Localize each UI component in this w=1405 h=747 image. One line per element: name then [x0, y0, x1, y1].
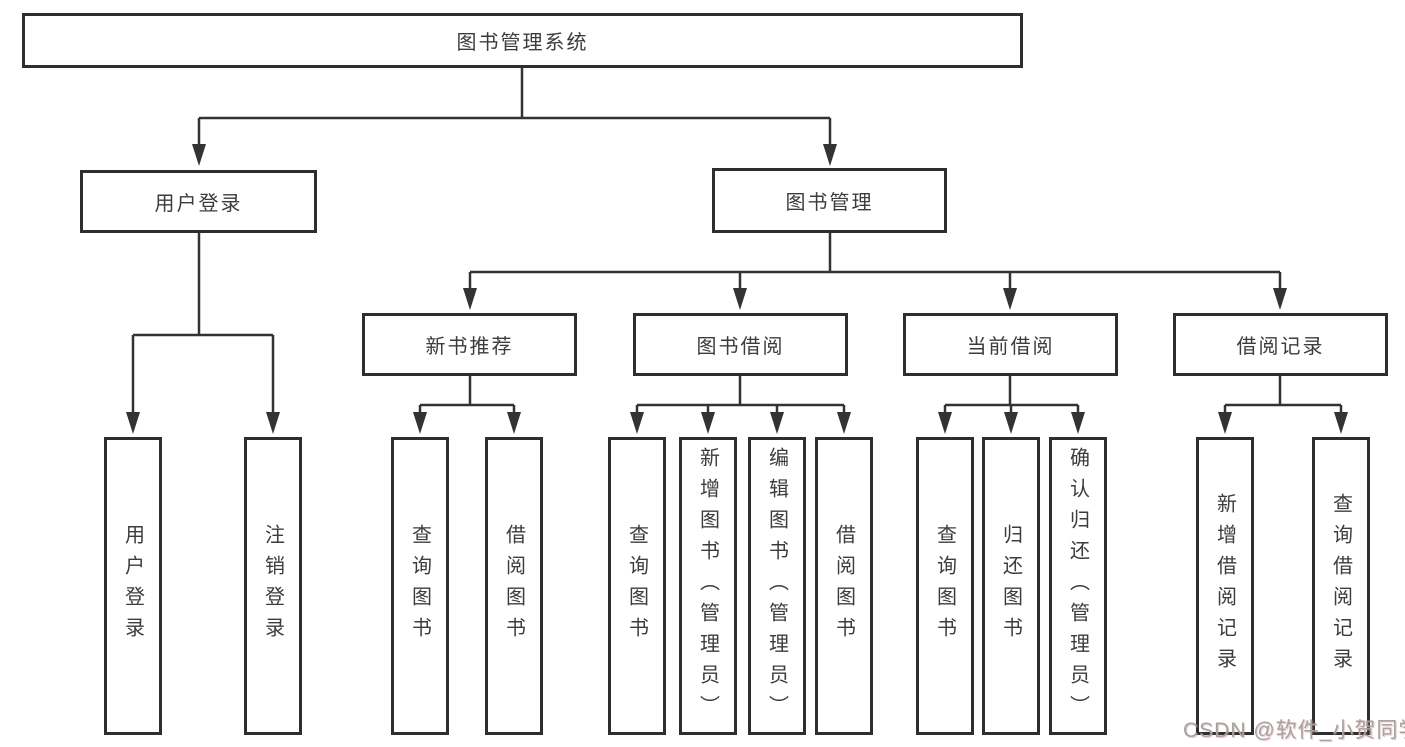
- node-label: 图书管理系统: [456, 32, 589, 54]
- node-label: 当前借阅: [966, 336, 1055, 358]
- node-book-mgmt-system: 图书管理系统: [22, 13, 1023, 68]
- leaf-add-borrow-record: 新增借阅记录: [1196, 437, 1254, 735]
- node-label: 编辑图书（管理员）: [765, 446, 788, 726]
- node-label: 借阅图书: [832, 524, 855, 648]
- leaf-user-login: 用户登录: [104, 437, 162, 735]
- node-label: 用户登录: [154, 193, 243, 215]
- leaf-query-books-recommend: 查询图书: [391, 437, 449, 735]
- node-label: 归还图书: [999, 524, 1022, 648]
- leaf-borrow-books-recommend: 借阅图书: [485, 437, 543, 735]
- node-new-book-recommend: 新书推荐: [362, 313, 577, 376]
- node-label: 注销登录: [261, 524, 284, 648]
- node-label: 新书推荐: [425, 336, 514, 358]
- node-book-management: 图书管理: [712, 168, 947, 233]
- node-label: 新增借阅记录: [1213, 493, 1236, 679]
- node-borrow-records: 借阅记录: [1173, 313, 1388, 376]
- node-label: 查询借阅记录: [1329, 493, 1352, 679]
- leaf-edit-book-admin: 编辑图书（管理员）: [748, 437, 806, 735]
- node-label: 图书管理: [785, 192, 874, 214]
- node-label: 查询图书: [625, 524, 648, 648]
- node-label: 查询图书: [408, 524, 431, 648]
- leaf-logout-login: 注销登录: [244, 437, 302, 735]
- node-book-borrow: 图书借阅: [633, 313, 848, 376]
- node-label: 借阅记录: [1236, 336, 1325, 358]
- node-label: 图书借阅: [696, 336, 785, 358]
- leaf-borrow-books-borrow: 借阅图书: [815, 437, 873, 735]
- node-label: 查询图书: [933, 524, 956, 648]
- node-label: 借阅图书: [502, 524, 525, 648]
- leaf-confirm-return-admin: 确认归还（管理员）: [1049, 437, 1107, 735]
- node-label: 确认归还（管理员）: [1066, 446, 1089, 726]
- node-user-login: 用户登录: [80, 170, 317, 233]
- node-label: 用户登录: [121, 524, 144, 648]
- csdn-watermark: CSDN @软件_小贺同学: [1183, 719, 1405, 742]
- leaf-add-book-admin: 新增图书（管理员）: [679, 437, 737, 735]
- leaf-query-books-current: 查询图书: [916, 437, 974, 735]
- node-label: 新增图书（管理员）: [696, 446, 719, 726]
- leaf-query-books-borrow: 查询图书: [608, 437, 666, 735]
- leaf-query-borrow-record: 查询借阅记录: [1312, 437, 1370, 735]
- leaf-return-book: 归还图书: [982, 437, 1040, 735]
- node-current-borrow: 当前借阅: [903, 313, 1118, 376]
